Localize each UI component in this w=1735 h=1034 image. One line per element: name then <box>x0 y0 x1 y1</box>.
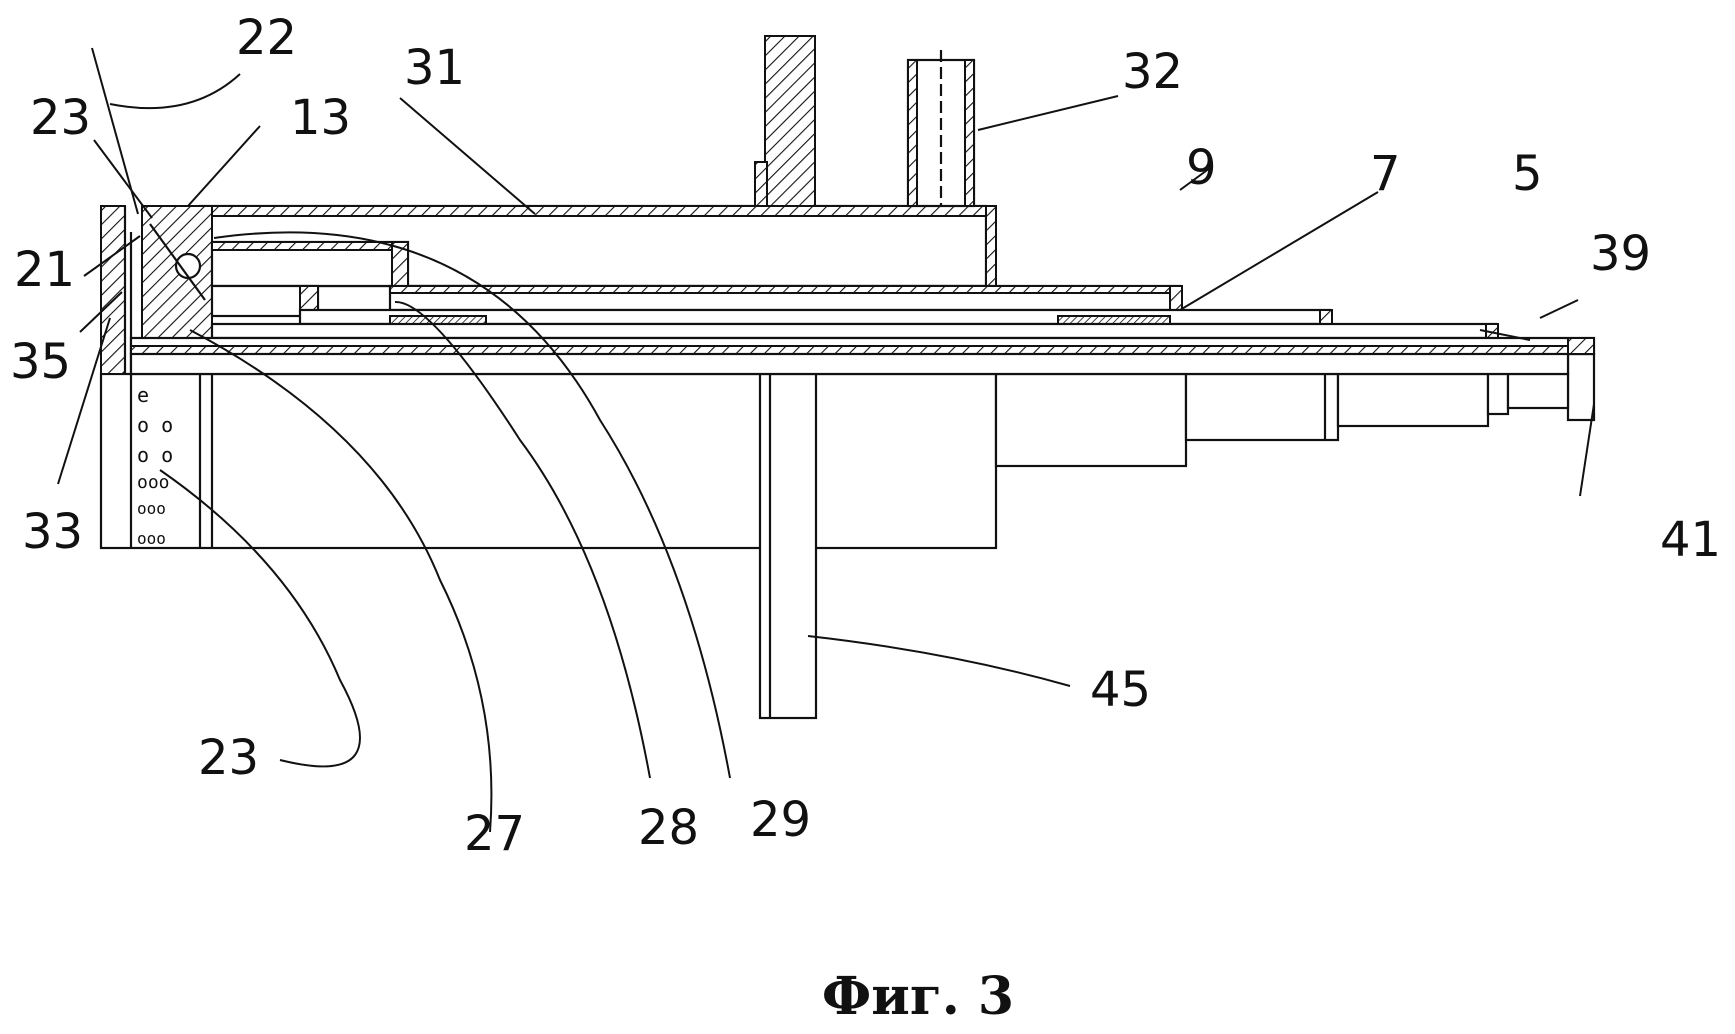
assembly-drawing: e o o o o ooo ooo ooo <box>99 35 1596 720</box>
reference-labels: 22 31 32 23 13 9 7 5 39 21 35 33 41 45 2… <box>10 10 1721 862</box>
svg-text:ooo: ooo <box>137 499 166 518</box>
svg-text:o o: o o <box>137 443 173 467</box>
label-29: 29 <box>750 792 811 848</box>
svg-text:ooo: ooo <box>137 472 170 493</box>
perforation-holes: e o o o o ooo ooo ooo <box>137 383 173 548</box>
label-13: 13 <box>290 90 351 146</box>
label-23-bottom: 23 <box>198 730 259 786</box>
figure-caption: Фиг. 3 <box>822 966 1014 1027</box>
svg-text:ooo: ooo <box>137 529 166 548</box>
end-plate-35 <box>100 205 126 375</box>
leader-lines <box>57 47 1595 833</box>
shaft-step-4 <box>1486 372 1510 416</box>
flange-45 <box>758 372 818 720</box>
svg-text:e: e <box>137 383 149 407</box>
label-45: 45 <box>1090 662 1151 718</box>
label-28: 28 <box>638 800 699 856</box>
label-27: 27 <box>464 806 525 862</box>
shaft-step-2 <box>1184 372 1340 442</box>
label-31: 31 <box>404 40 465 96</box>
end-cap-41 <box>1566 352 1596 422</box>
label-39: 39 <box>1590 226 1651 282</box>
label-23-top: 23 <box>30 90 91 146</box>
label-5: 5 <box>1512 146 1543 202</box>
vertical-plate <box>764 35 816 207</box>
label-35: 35 <box>10 334 71 390</box>
label-9: 9 <box>1186 140 1217 196</box>
label-33: 33 <box>22 504 83 560</box>
shaft-step-1 <box>994 372 1188 468</box>
svg-text:o o: o o <box>137 413 173 437</box>
label-22: 22 <box>236 10 297 66</box>
axis-bar <box>129 352 1570 376</box>
shaft-step-3 <box>1336 372 1490 428</box>
label-21: 21 <box>14 242 75 298</box>
main-cylinder-body <box>99 372 998 550</box>
label-32: 32 <box>1122 44 1183 100</box>
label-7: 7 <box>1370 146 1401 202</box>
label-41: 41 <box>1660 512 1721 568</box>
tube-5 <box>210 322 1498 340</box>
